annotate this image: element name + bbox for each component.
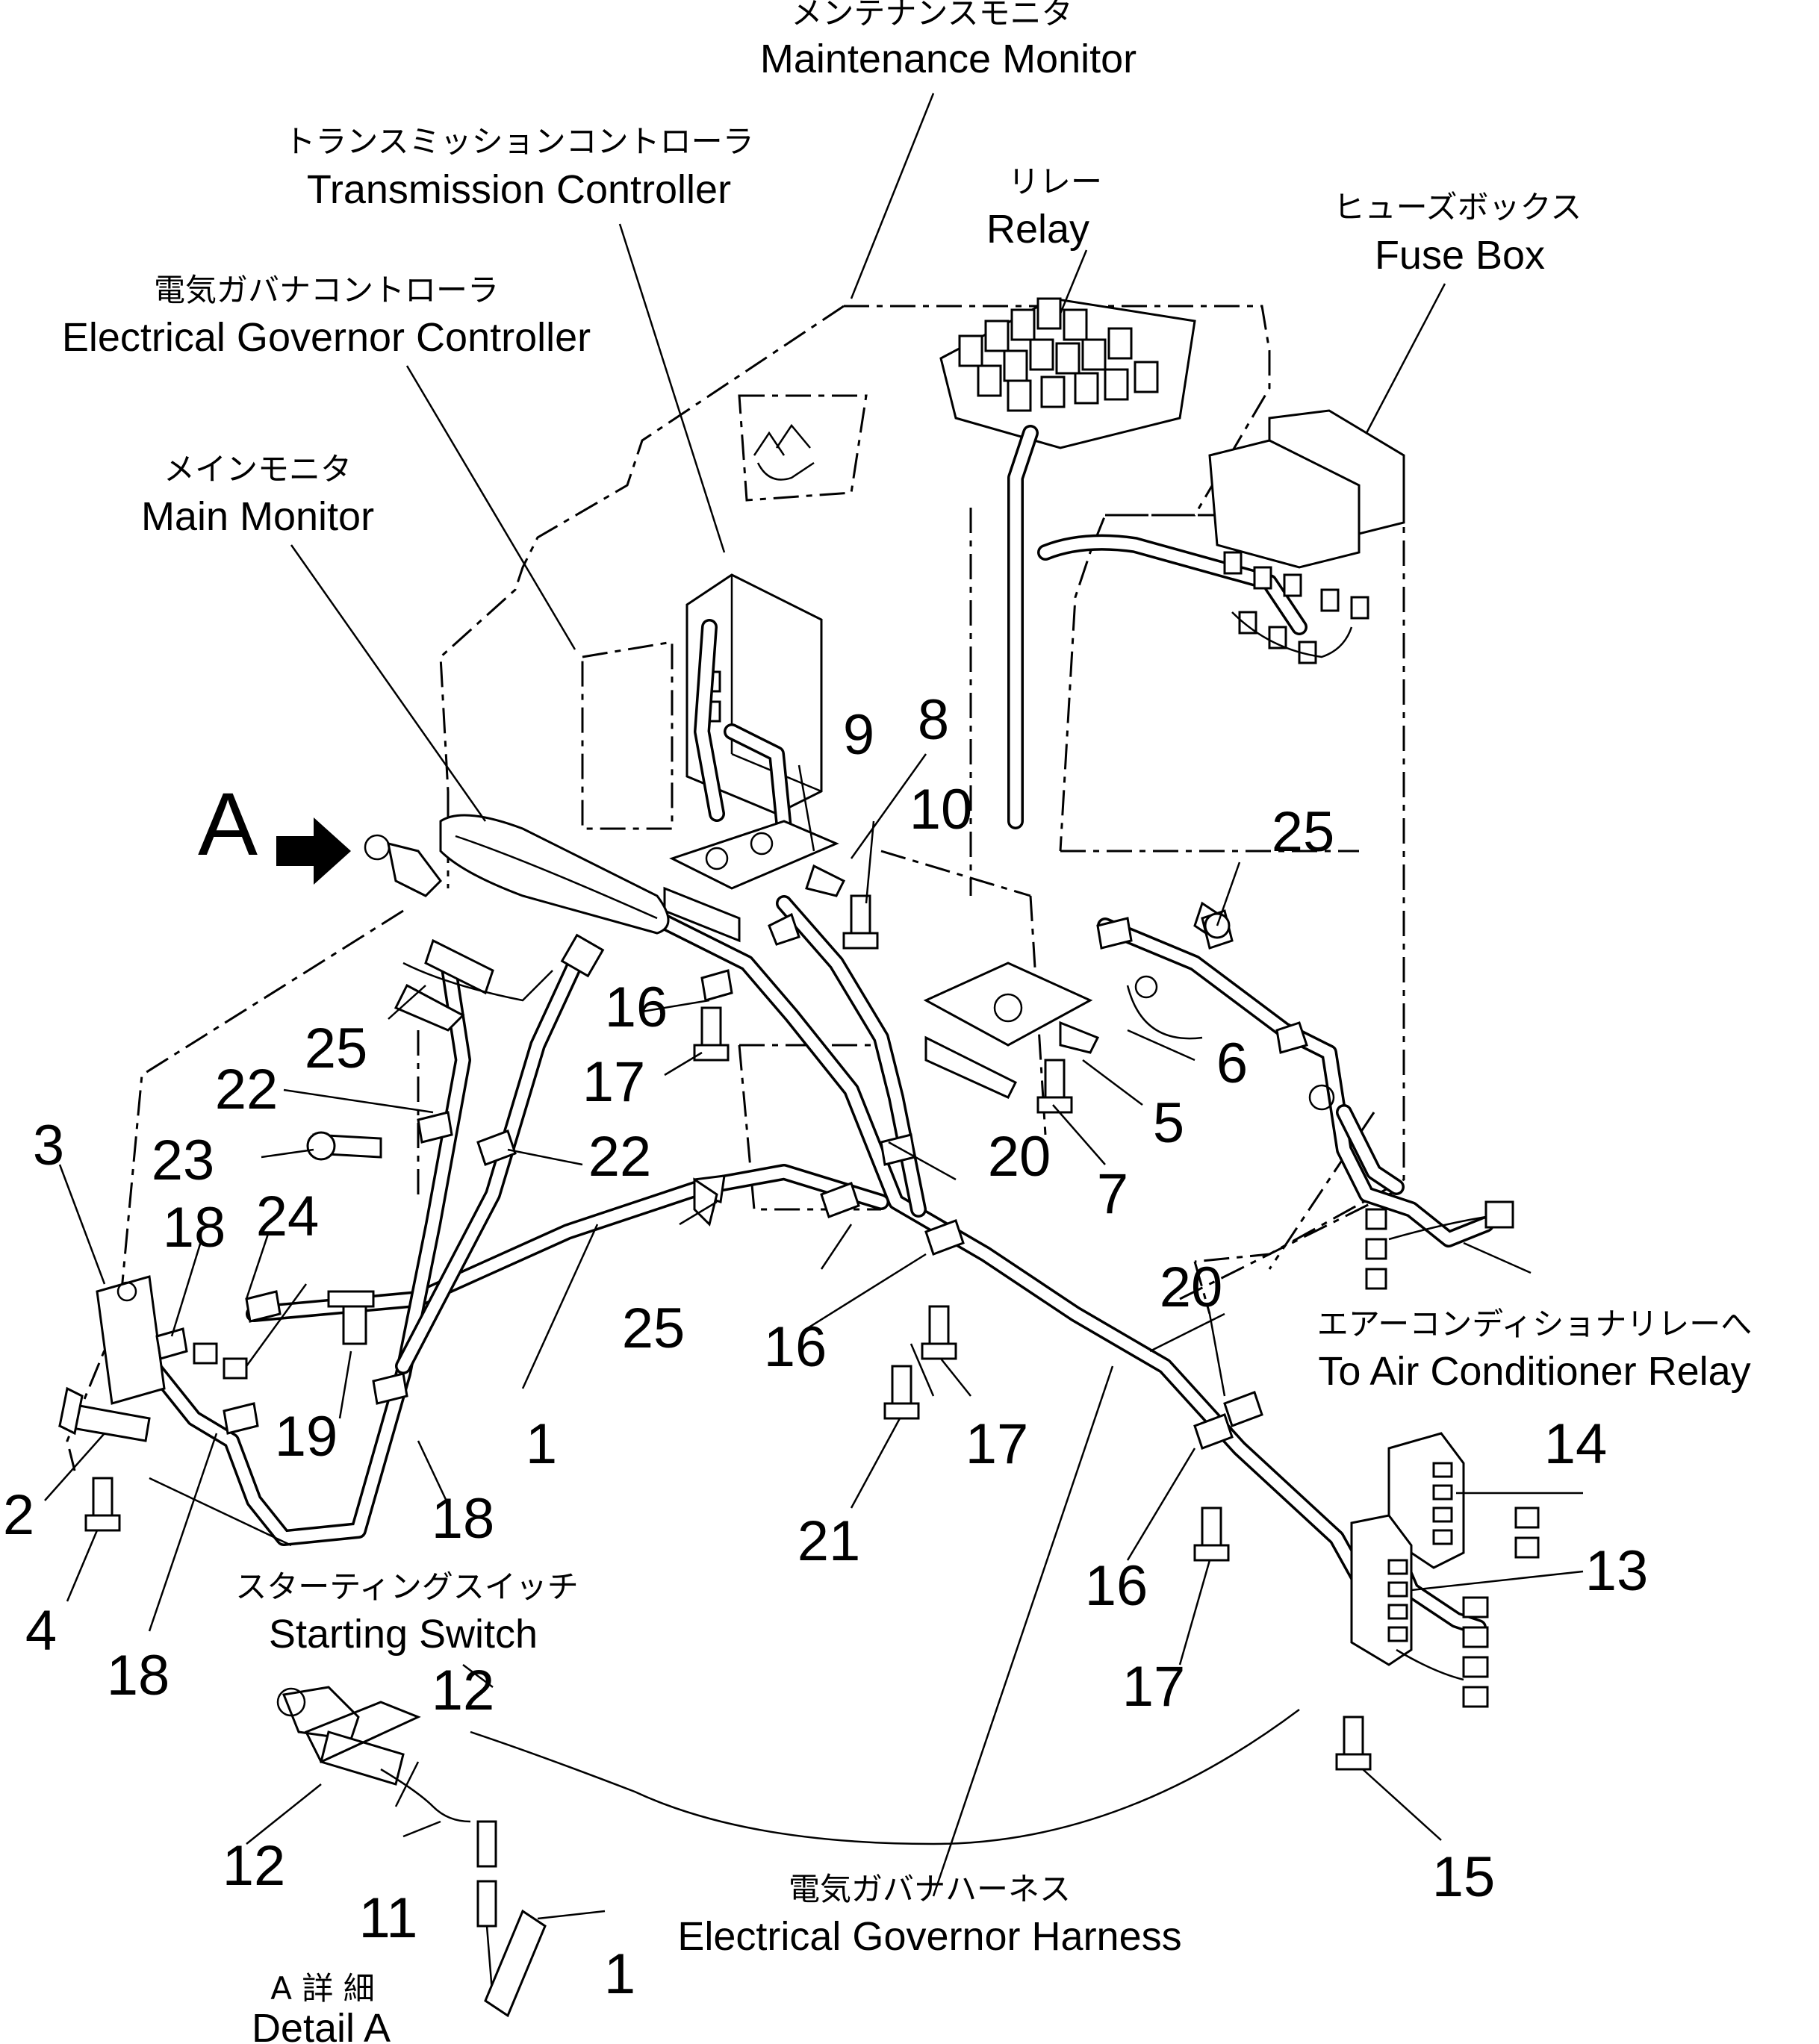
part-number-17-mid: 17	[966, 1412, 1029, 1476]
maintenance-monitor-en-label: Maintenance Monitor	[760, 37, 1137, 81]
detail-a-en-label: Detail A	[252, 2006, 391, 2044]
governor-harness-jp-label: 電気ガバナハーネス	[789, 1871, 1071, 1907]
starting-switch-assembly	[364, 834, 605, 1032]
part-number-1-detail: 1	[604, 1942, 635, 2006]
main-monitor	[439, 814, 670, 935]
part-number-1-main: 1	[526, 1412, 557, 1476]
detail-a-jp-label: A 詳 細	[270, 1970, 374, 2007]
part-number-20-right: 20	[1160, 1256, 1223, 1319]
relay-jp-label: リレー	[1008, 163, 1102, 200]
part-number-7: 7	[1097, 1162, 1128, 1226]
part-number-12-bottom: 12	[223, 1834, 286, 1898]
starting-switch-jp-label: スターティングスイッチ	[235, 1568, 578, 1605]
part-number-6: 6	[1216, 1032, 1248, 1095]
left-bracket	[58, 1275, 248, 1442]
part-number-25-left: 25	[305, 1017, 368, 1080]
fuse-box	[1208, 409, 1405, 664]
air-conditioner-jp-label: エアーコンディショナリレーへ	[1317, 1306, 1753, 1342]
electrical-governor-controller	[581, 641, 674, 830]
part-number-13: 13	[1585, 1539, 1649, 1603]
terminal-block-13	[1350, 1514, 1489, 1708]
part-number-2: 2	[3, 1483, 34, 1547]
part-numbers: 9 8 10 25 16 17 6 5 7 20 25 22 22 3 23 1…	[3, 688, 1648, 2006]
part-number-4: 4	[25, 1599, 57, 1663]
part-number-19: 19	[275, 1405, 338, 1468]
governor-controller-jp-label: 電気ガバナコントローラ	[154, 272, 499, 308]
part-number-22-right: 22	[588, 1125, 652, 1188]
part-number-16-left: 16	[605, 976, 668, 1039]
part-number-10: 10	[910, 778, 973, 841]
governor-controller-en-label: Electrical Governor Controller	[62, 315, 591, 360]
part-number-25-mid: 25	[622, 1297, 685, 1360]
part-number-24: 24	[256, 1185, 320, 1248]
part-number-18-mid: 18	[432, 1487, 495, 1551]
air-conditioner-en-label: To Air Conditioner Relay	[1318, 1349, 1750, 1394]
starting-switch-en-label: Starting Switch	[269, 1612, 538, 1657]
text-labels: メンテナンスモニタ Maintenance Monitor トランスミッションコ…	[62, 0, 1752, 2044]
view-a-label: A	[198, 774, 258, 874]
part-number-17-left: 17	[582, 1050, 646, 1114]
part-number-18-bottom: 18	[107, 1644, 170, 1707]
relay-block	[939, 297, 1307, 829]
part-number-15: 15	[1432, 1845, 1496, 1909]
main-monitor-en-label: Main Monitor	[141, 494, 374, 539]
transmission-controller-en-label: Transmission Controller	[307, 167, 731, 212]
governor-harness-en-label: Electrical Governor Harness	[677, 1914, 1181, 1959]
part-number-12-top: 12	[432, 1659, 495, 1722]
part-number-25-top: 25	[1272, 800, 1335, 864]
bracket-plate-upper	[663, 820, 846, 943]
part-number-9: 9	[843, 703, 874, 767]
relay-cubes	[958, 297, 1159, 412]
part-number-11: 11	[359, 1886, 418, 1950]
part-number-23: 23	[152, 1129, 215, 1192]
fuse-box-en-label: Fuse Box	[1375, 233, 1545, 278]
view-arrow-a	[276, 817, 351, 885]
part-number-22-left: 22	[215, 1058, 279, 1121]
part-number-18-top: 18	[163, 1196, 226, 1259]
part-number-17-right: 17	[1122, 1655, 1186, 1719]
part-number-21: 21	[797, 1509, 861, 1573]
part-number-16-right: 16	[1085, 1554, 1148, 1618]
bracket-plate-lower	[923, 962, 1100, 1099]
maintenance-monitor-jp-label: メンテナンスモニタ	[791, 0, 1072, 31]
bolts	[84, 894, 1372, 1771]
detail-a	[276, 1686, 547, 2018]
part-number-20-mid: 20	[988, 1125, 1051, 1188]
air-conditioner-connectors	[1365, 1200, 1514, 1290]
part-number-14: 14	[1544, 1412, 1608, 1476]
transmission-controller-jp-label: トランスミッションコントローラ	[284, 123, 753, 160]
relay-en-label: Relay	[986, 207, 1089, 252]
fuse-box-jp-label: ヒューズボックス	[1334, 189, 1582, 225]
part-number-16-mid: 16	[764, 1315, 827, 1379]
maintenance-monitor	[738, 394, 868, 502]
part-number-8: 8	[918, 688, 949, 752]
main-monitor-jp-label: メインモニタ	[164, 451, 352, 487]
part-number-3: 3	[33, 1114, 64, 1177]
transmission-controller	[685, 573, 823, 837]
part-number-5: 5	[1153, 1091, 1184, 1155]
leader-lines	[44, 93, 1584, 1920]
